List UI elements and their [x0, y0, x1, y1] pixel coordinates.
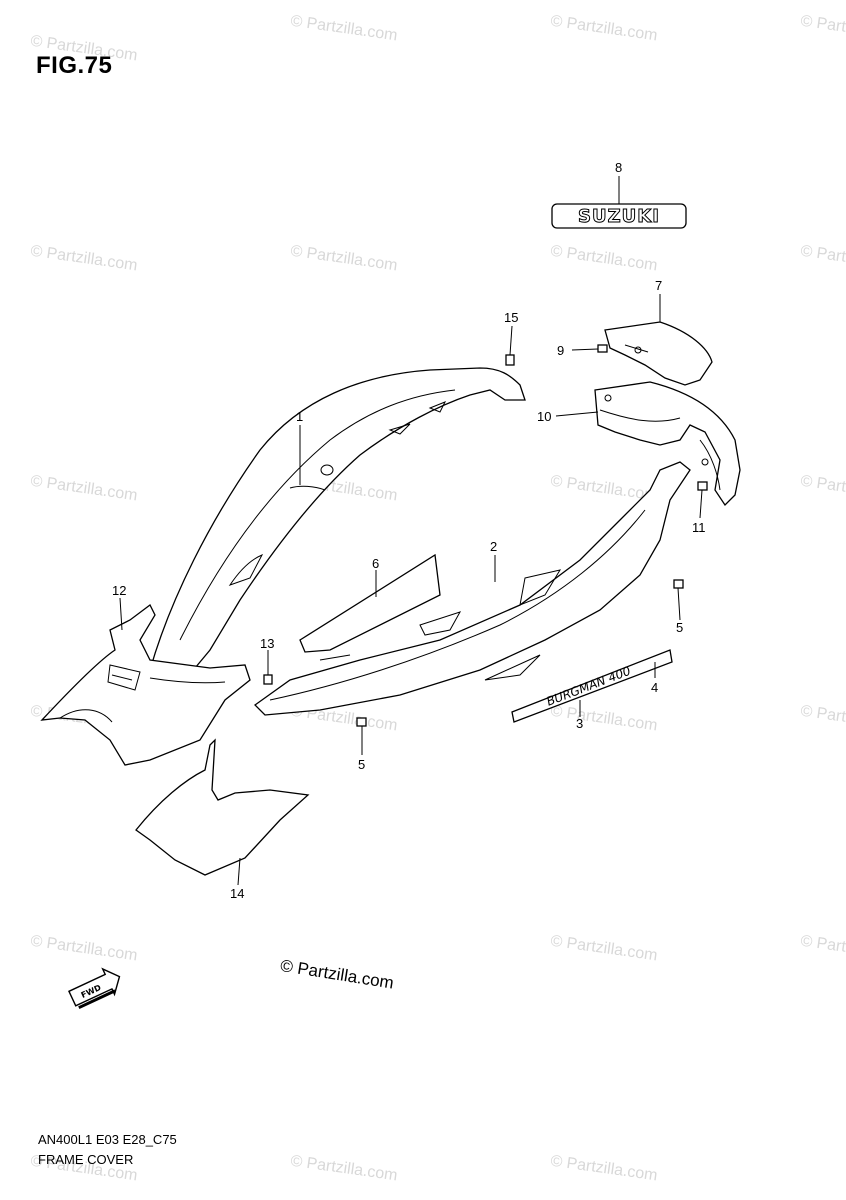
callout-1: 1 [296, 409, 303, 424]
side-strip[interactable] [299, 553, 441, 653]
frame-cover-upper[interactable] [149, 367, 526, 681]
fastener-13[interactable] [263, 674, 273, 685]
diagram-code: AN400L1 E03 E28_C75 [38, 1132, 177, 1147]
callout-2: 2 [490, 539, 497, 554]
fastener-5-lower[interactable] [356, 717, 367, 727]
callout-12: 12 [112, 583, 126, 598]
fwd-arrow-icon: FWD [68, 967, 121, 1010]
callout-7: 7 [655, 278, 662, 293]
fastener-9[interactable] [597, 344, 608, 353]
front-center-cover[interactable] [40, 604, 251, 766]
burgman-decal[interactable]: BURGMAN 400 [511, 649, 673, 723]
rear-lower-cover[interactable] [594, 381, 741, 507]
rear-top-cover[interactable] [604, 321, 713, 386]
callout-8: 8 [615, 160, 622, 175]
emblem-text: SUZUKI [578, 206, 660, 227]
fastener-11[interactable] [697, 481, 708, 491]
decal-text: BURGMAN 400 [545, 664, 633, 709]
frame-cover-lower[interactable] [253, 461, 691, 716]
callout-6: 6 [372, 556, 379, 571]
fastener-5-upper[interactable] [673, 579, 684, 589]
diagram-name: FRAME COVER [38, 1152, 134, 1167]
floor-panel[interactable] [135, 738, 310, 876]
callout-4: 4 [651, 680, 658, 695]
callout-5: 5 [676, 620, 683, 635]
callout-9: 9 [557, 343, 564, 358]
figure-title: FIG.75 [36, 52, 113, 79]
callout-15: 15 [504, 310, 518, 325]
callout-14: 14 [230, 886, 244, 901]
callout-10: 10 [537, 409, 551, 424]
fastener-15[interactable] [505, 354, 515, 366]
callout-3: 3 [576, 716, 583, 731]
callout-5: 5 [358, 757, 365, 772]
suzuki-emblem[interactable]: SUZUKI [551, 203, 687, 229]
callout-13: 13 [260, 636, 274, 651]
callout-11: 11 [692, 520, 706, 535]
